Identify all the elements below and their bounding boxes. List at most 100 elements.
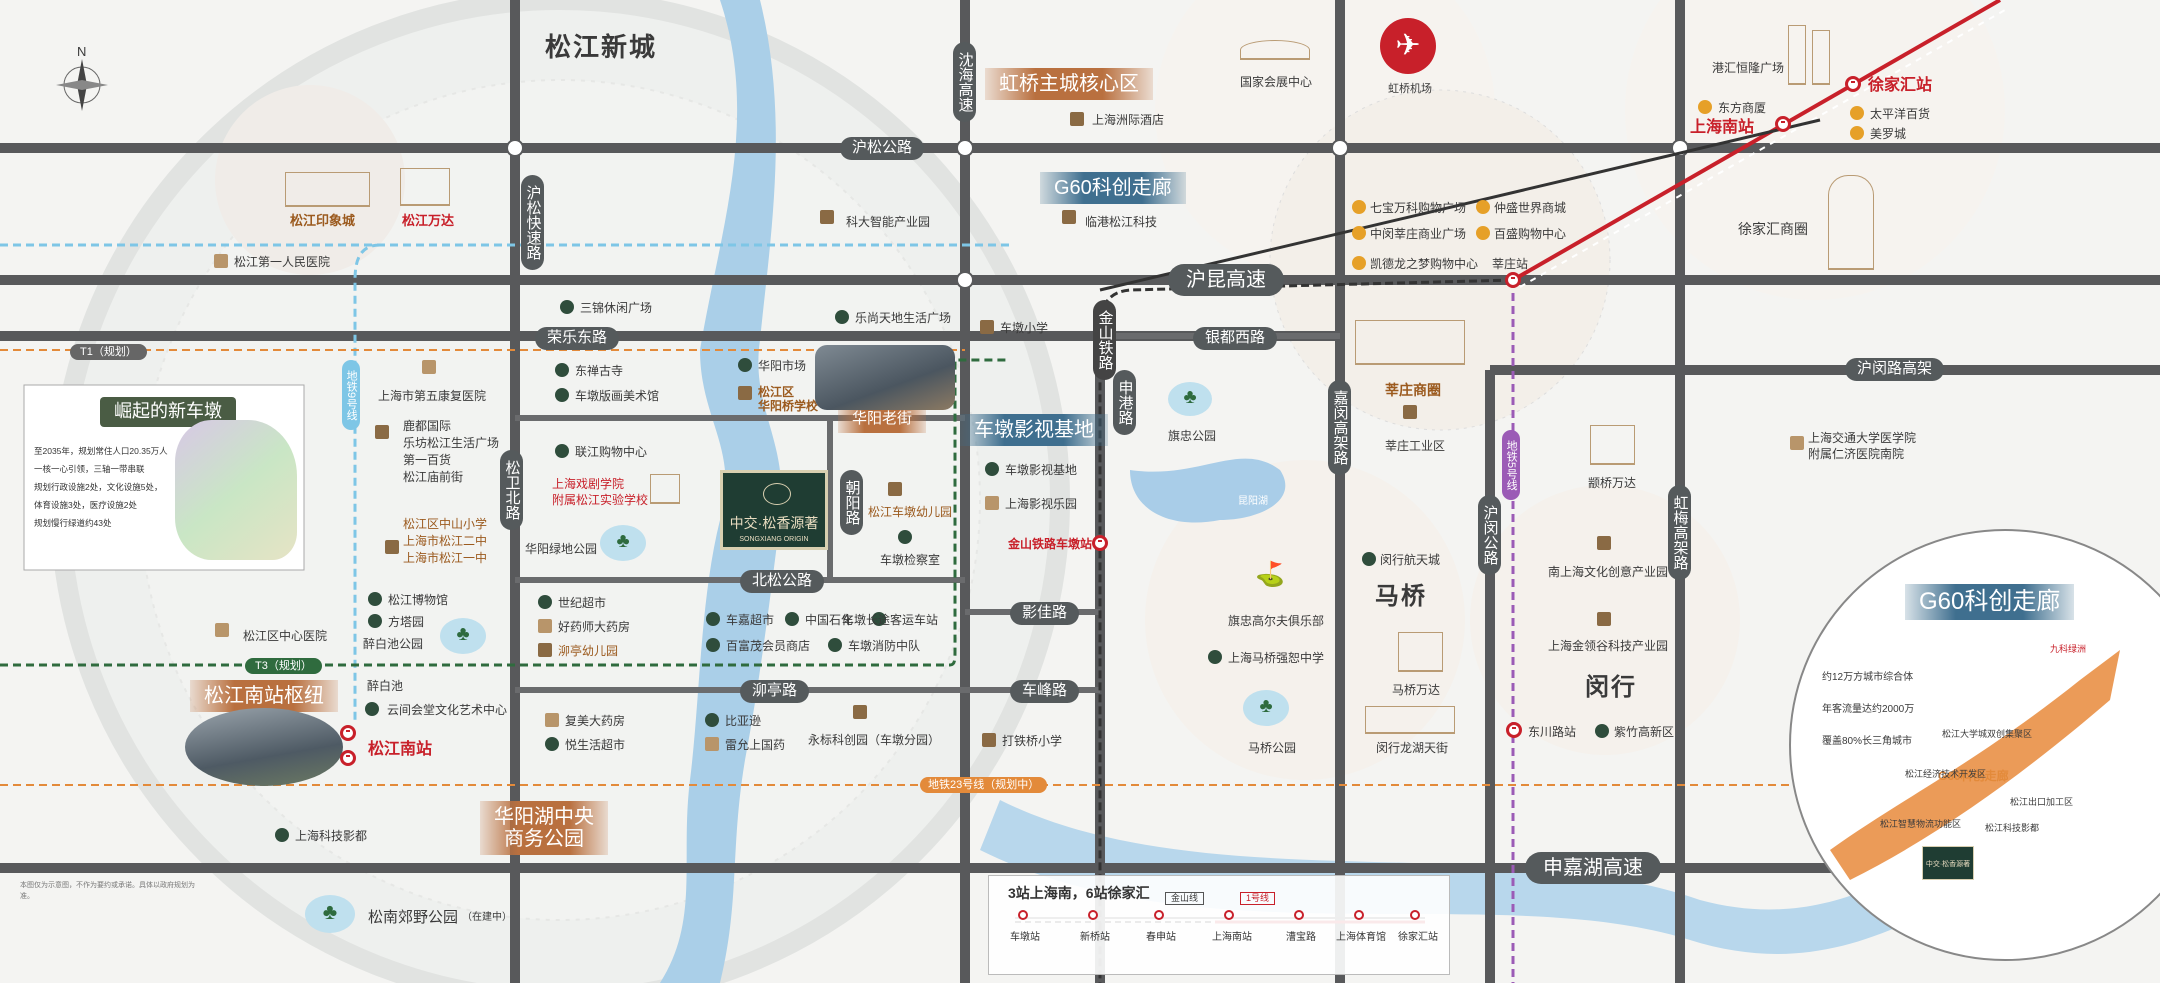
- inset-node-4: 松江智慧物流功能区: [1880, 819, 1962, 829]
- subway-strip-title: 3站上海南，6站徐家汇: [1008, 885, 1150, 901]
- label-daqiao: 打铁桥小学: [1002, 734, 1063, 748]
- yunjian-icon: [365, 702, 379, 716]
- label-huayang-school-1: 松江区: [758, 385, 795, 399]
- yuesheng-icon: [545, 737, 559, 751]
- lujiazui-icon: [375, 425, 389, 439]
- inset-node-1: 九科绿洲: [2050, 644, 2087, 654]
- label-leshang: 乐尚天地生活广场: [855, 311, 952, 325]
- banner-huayang-old-street: 华阳老街: [838, 406, 927, 433]
- inset-node-3: 松江科技影都: [1985, 823, 2040, 833]
- longhu-icon: [1365, 706, 1455, 734]
- label-zizhu: 紫竹高新区: [1614, 725, 1675, 739]
- roadtag-metro-5: 地铁5号线: [1502, 430, 1521, 501]
- chedun-fire-icon: [828, 638, 842, 652]
- label-film-city: 车墩影视基地: [1005, 463, 1078, 477]
- station-label: 徐家汇站: [1398, 932, 1438, 943]
- subway-line-tag-2: 1号线: [1240, 892, 1276, 905]
- xinzhuang-industrial-icon: [1403, 405, 1417, 419]
- leshang-icon: [835, 310, 849, 324]
- roadtag-ting-road: 泖亭路: [740, 680, 810, 703]
- label-lujiazui-2: 乐坊松江生活广场: [403, 436, 500, 450]
- procuratorate-icon: [898, 530, 912, 544]
- songnan-park-tree-icon: ♣: [305, 895, 355, 933]
- label-kaide: 凯德龙之梦购物中心: [1370, 257, 1479, 271]
- maqiao-park-tree-icon: ♣: [1243, 690, 1289, 726]
- xinzhuang-metro-icon: [1505, 272, 1521, 288]
- compass-n: N: [77, 44, 87, 59]
- drama-school-icon: [650, 474, 680, 504]
- label-baifumao: 百富茂会员商店: [726, 639, 811, 653]
- label-schools-1: 松江区中山小学: [403, 517, 488, 531]
- first-hospital-icon: [214, 254, 228, 268]
- roadtag-tram-t1: T1（规划）: [70, 344, 147, 361]
- label-huayang-green-park: 华阳绿地公园: [525, 542, 598, 556]
- hospital-5th-icon: [422, 360, 436, 374]
- label-huayang-market: 华阳市场: [758, 359, 807, 373]
- note-line: 至2035年，规划常住人口20.35万人: [34, 446, 168, 456]
- yongbiao-icon: [853, 705, 867, 719]
- ting-kindergarten-icon: [538, 643, 552, 657]
- huayang-lake-line1: 华阳湖中央: [494, 806, 594, 828]
- keda-icon: [820, 210, 834, 224]
- meiluo-icon: [1850, 126, 1864, 140]
- label-songnan-park: 松南郊野公园: [368, 909, 459, 926]
- station-dot: [1088, 910, 1098, 920]
- project-card[interactable]: 中交·松香源著 SONGXIANG ORIGIN: [720, 470, 828, 550]
- new-chedun-notes: 至2035年，规划常住人口20.35万人 一核一心引领，三轴一带串联 规划行政设…: [34, 442, 174, 532]
- label-under-construction: （在建中）: [462, 912, 512, 923]
- huayang-park-tree-icon: ♣: [600, 525, 646, 561]
- label-chedun-fire: 车墩消防中队: [848, 639, 921, 653]
- roadtag-rongle-east-road: 荣乐东路: [535, 327, 620, 350]
- leiyun-icon: [705, 737, 719, 751]
- inset-node-5: 松江经济技术开发区: [1905, 769, 1987, 779]
- huayang-lake-line2: 商务公园: [504, 828, 584, 850]
- taipingyang-icon: [1850, 106, 1864, 120]
- label-lujiazui-1: 鹿都国际: [403, 419, 452, 433]
- lianjiang-icon: [555, 444, 569, 458]
- baisheng-icon: [1476, 226, 1490, 240]
- banner-g60-corridor: G60科创走廊: [1040, 172, 1186, 204]
- roadtag-hongmei-elevated: 虹梅高架路: [1668, 485, 1691, 580]
- label-keda-park: 科大智能产业园: [846, 215, 931, 229]
- label-songjiang-impression: 松江印象城: [290, 213, 356, 228]
- schools-icon: [385, 540, 399, 554]
- label-biyaxun: 比亚逊: [725, 714, 762, 728]
- chedun-station-metro-icon: [1092, 535, 1108, 551]
- subway-strip: [988, 875, 1450, 975]
- label-procuratorate: 车墩检察室: [880, 553, 941, 567]
- inset-note-3: 覆盖80%长三角城市: [1822, 736, 1913, 747]
- footnote: 本图仅为示意图，不作为要约或承诺。具体以政府规划为准。: [20, 882, 195, 900]
- label-lujiazui-3: 第一百货: [403, 453, 452, 467]
- dongchuan-metro-icon: [1506, 722, 1522, 738]
- station-dot: [1224, 910, 1234, 920]
- zhongxing-icon: [1476, 200, 1490, 214]
- sanxiang-icon: [560, 300, 574, 314]
- chejia-icon: [706, 612, 720, 626]
- station-1: 车墩站: [1010, 910, 1040, 943]
- label-meiluo: 美罗城: [1870, 127, 1907, 141]
- label-chedun-primary: 车墩小学: [1000, 321, 1049, 335]
- south-station-rail-icon: [340, 750, 356, 766]
- label-kunyang-lake: 昆阳湖: [1238, 496, 1268, 507]
- roadtag-jinshan-railway: 金山铁路: [1093, 300, 1116, 380]
- new-chedun-mini-map: [175, 420, 297, 560]
- label-qizhong-golf: 旗忠高尔夫俱乐部: [1228, 614, 1325, 628]
- roadtag-metro-9: 地铁9号线: [342, 360, 361, 431]
- roadtag-tram-t3: T3（规划）: [245, 658, 322, 675]
- inset-note-1: 约12万方城市综合体: [1822, 672, 1914, 683]
- fangta-icon: [368, 614, 382, 628]
- note-line: 一核一心引领，三轴一带串联: [34, 464, 145, 474]
- inset-project-name: 中交·松香源著: [1925, 861, 1971, 868]
- hangtian-icon: [1362, 552, 1376, 566]
- impression-city-icon: [285, 172, 370, 207]
- inset-node-6: 松江出口加工区: [2010, 797, 2074, 807]
- station-5: 漕宝路: [1286, 910, 1316, 943]
- maqiao-school-icon: [1208, 650, 1222, 664]
- label-schools-3: 上海市松江一中: [403, 551, 488, 565]
- inset-node-2: 松江大学城双创集聚区: [1942, 729, 2033, 739]
- qibao-icon: [1352, 200, 1366, 214]
- label-film-park: 上海影视乐园: [1005, 497, 1078, 511]
- inset-note-2: 年客流量达约2000万: [1822, 704, 1915, 715]
- roadtag-metro-23: 地铁23号线（规划中）: [920, 777, 1048, 794]
- roadtag-songwei-north-road: 松卫北路: [500, 450, 523, 530]
